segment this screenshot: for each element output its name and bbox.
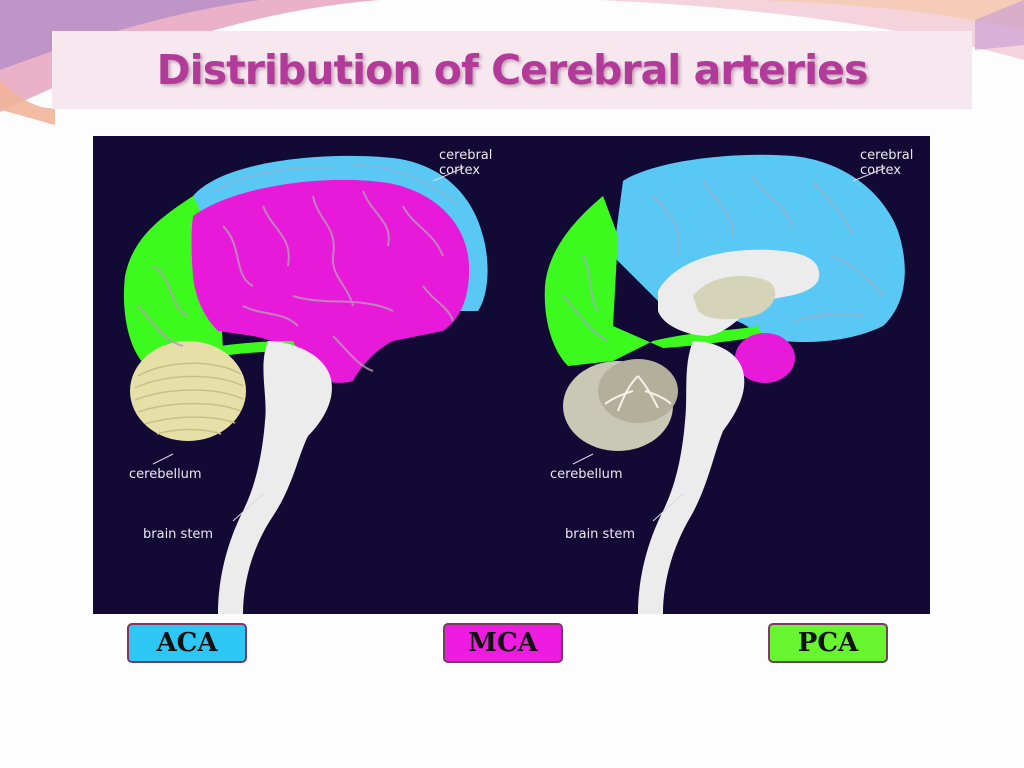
lateral-cortex-label: cerebral cortex	[439, 148, 492, 178]
medial-thalamus	[693, 276, 776, 320]
lateral-mca-region	[191, 179, 470, 383]
pink-swoosh-right	[600, 0, 1024, 60]
lateral-cerebellum	[130, 341, 246, 441]
slide-decoration	[0, 0, 1024, 125]
lateral-pca-strip	[148, 341, 298, 371]
lateral-cortex-label-line2: cortex	[439, 163, 481, 178]
lateral-brain-stem-label: brain stem	[143, 527, 214, 542]
medial-cortex-label: cerebral cortex	[860, 148, 913, 178]
lateral-leader-lines	[152, 167, 464, 522]
medial-gyri-lines	[562, 175, 884, 342]
legend-pca: PCA	[768, 623, 888, 663]
brain-diagram-svg	[123, 154, 905, 614]
medial-mca-region	[735, 333, 795, 383]
lateral-cortex-label-line1: cerebral	[439, 148, 493, 163]
medial-brain-stem	[638, 341, 745, 614]
medial-cortex-label-line2: cortex	[860, 163, 902, 178]
medial-cerebellum-label: cerebellum	[550, 467, 623, 482]
lateral-cerebellum-folia	[134, 362, 244, 435]
medial-cortex-label-line1: cerebral	[860, 148, 914, 163]
medial-arbor-vitae	[604, 375, 672, 412]
brain-diagram: cerebral cortex cerebellum brain stem ce…	[93, 136, 930, 614]
medial-brain-stem-label: brain stem	[565, 527, 636, 542]
purple-swoosh-right	[975, 0, 1024, 50]
peach-swoosh-right	[760, 0, 1024, 30]
peach-swoosh-left	[0, 80, 55, 125]
legend-mca: MCA	[443, 623, 563, 663]
medial-cerebellum-inner	[598, 359, 678, 423]
lateral-brain	[123, 155, 488, 614]
page-title: Distribution of Cerebral arteries	[156, 46, 869, 94]
lateral-cerebellum-label: cerebellum	[129, 467, 202, 482]
title-bar: Distribution of Cerebral arteries	[52, 31, 972, 109]
lateral-gyri-lines	[137, 190, 454, 372]
medial-pca-region	[544, 196, 763, 366]
lateral-brain-stem	[218, 341, 332, 614]
legend-aca: ACA	[127, 623, 247, 663]
medial-leader-lines	[572, 167, 886, 522]
purple-swoosh-left	[0, 0, 260, 70]
lateral-cortex-lines	[212, 163, 459, 207]
medial-brain	[544, 154, 905, 614]
